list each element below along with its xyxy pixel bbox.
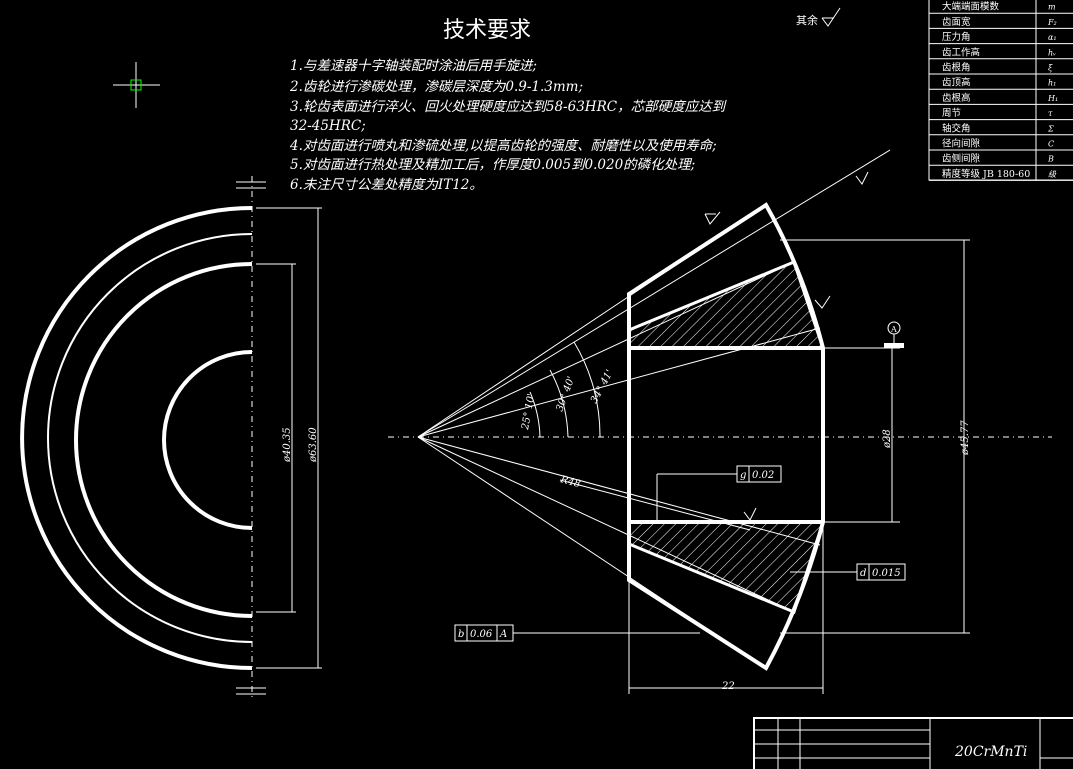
dim-outer-diameter: ø63.60 [308,427,319,463]
param-name: 精度等级 JB 180-60 [942,168,1030,180]
requirement-2: 2.齿轮进行渗碳处理，渗碳层深度为0.9-1.3mm; [289,79,583,95]
param-symbol: F₂ [1047,18,1057,27]
param-name: 齿根高 [942,92,971,104]
param-symbol: ξ [1048,64,1053,73]
param-symbol: m [1048,3,1056,12]
requirement-3: 3.轮齿表面进行淬火、回火处理硬度应达到58-63HRC，芯部硬度应达到 [290,99,728,115]
param-symbol: C [1048,140,1054,149]
runout-axis-datum: A [499,629,507,640]
gear-section-view: 22 ø45.77 ø28 25° 10' 30° 40' 34° 41' R4… [388,149,1052,694]
dim-large-diameter: ø45.77 [960,420,971,456]
left-view: ø40.35 ø63.60 [20,176,322,700]
param-symbol: hᵥ [1048,48,1056,57]
runout-face-value: 0.015 [872,568,901,579]
dim-radius: R48 [558,474,581,490]
requirements-list: 1.与差速器十字轴装配时涂油后用手旋进; 2.齿轮进行渗碳处理，渗碳层深度为0.… [289,58,728,193]
dim-bore-diameter: ø28 [882,429,893,449]
requirement-3b: 32-45HRC; [290,118,366,134]
param-name: 齿工作高 [942,46,980,58]
parameter-table: 大端端面模数 m 齿面宽 F₂ 压力角 α₁ 齿工作高 hᵥ 齿根角 ξ 齿顶高 h₁ 齿根高 H₁ 周节 τ… [928,0,1073,181]
param-name: 大端端面模数 [942,1,1000,13]
angle-2: 30° 40' [554,375,577,413]
param-symbol: H₁ [1047,94,1058,103]
param-symbol: Σ [1047,124,1054,133]
tech-requirements-title: 技术要求 [443,18,531,43]
material-label: 20CrMnTi [954,744,1027,760]
datum-a-symbol [884,343,904,348]
requirement-4: 4.对齿面进行喷丸和渗硫处理,以提高齿轮的强度、耐磨性以及使用寿命; [289,138,717,154]
param-name: 轴交角 [942,122,971,134]
param-name: 周节 [942,108,961,119]
param-symbol: 级 [1048,170,1057,179]
requirement-5: 5.对齿面进行热处理及精加工后，作厚度0.005到0.020的磷化处理; [290,157,695,173]
angle-1: 25° 10' [520,393,537,432]
requirement-6: 6.未注尺寸公差处精度为IT12。 [290,177,483,193]
title-block: 20CrMnTi [753,717,1073,769]
dim-width: 22 [721,681,735,692]
param-symbol: h₁ [1048,79,1056,88]
datum-a-label: A [890,325,897,334]
flatness-symbol-icon: g [740,470,746,481]
runout-symbol-icon: d [860,568,866,579]
param-name: 齿面宽 [942,16,971,28]
roughness-note: 其余 [796,13,818,27]
crosshair-cursor-icon [113,62,160,108]
requirement-1: 1.与差速器十字轴装配时涂油后用手旋进; [290,58,537,74]
runout-axis-symbol-icon: b [458,629,464,640]
param-symbol: τ [1048,109,1053,118]
runout-axis-value: 0.06 [470,629,493,640]
param-name: 齿根角 [942,62,971,74]
param-symbol: α₁ [1048,33,1057,42]
dim-inner-diameter: ø40.35 [282,427,293,463]
param-name: 径向间隙 [942,138,981,150]
param-symbol: B [1047,155,1054,164]
roughness-symbol-icon [821,7,841,27]
flatness-value: 0.02 [752,470,774,481]
param-name: 压力角 [942,31,971,43]
param-name: 齿顶高 [942,77,971,89]
param-name: 齿侧间隙 [942,153,981,165]
